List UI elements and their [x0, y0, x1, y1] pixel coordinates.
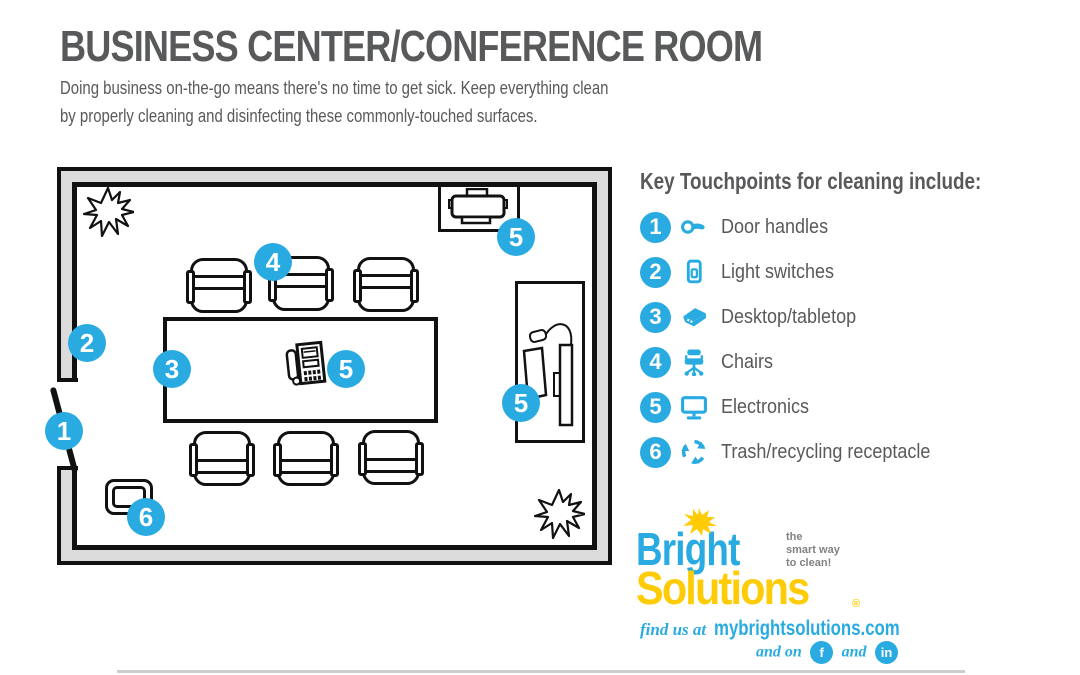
- touchpoints-heading: Key Touchpoints for cleaning include:: [640, 168, 982, 194]
- room-badge-trash: 6: [127, 498, 165, 536]
- touchpoint-row-trash: 6 Trash/recycling receptacle: [640, 436, 954, 468]
- touchpoint-row-light-switches: 2 Light switches: [640, 256, 847, 288]
- touchpoint-label: Door handles: [721, 215, 829, 238]
- recycle-icon: [680, 438, 708, 466]
- touchpoint-label: Desktop/tabletop: [721, 305, 857, 328]
- chair: [273, 431, 339, 486]
- room-badge-computer: 5: [502, 384, 540, 422]
- plant-icon: [82, 186, 134, 238]
- door-jamb-top: [57, 378, 78, 382]
- logo-word-solutions: Solutions: [636, 562, 810, 614]
- chair-icon: [680, 348, 708, 376]
- room-badge-light-switch: 2: [68, 324, 106, 362]
- room-badge-fax-phone: 5: [327, 350, 365, 388]
- touchpoint-row-desktop: 3 Desktop/tabletop: [640, 301, 871, 333]
- monitor-icon: [680, 393, 708, 421]
- find-us-line: find us at mybrightsolutions.com: [640, 617, 946, 641]
- touchpoint-label: Chairs: [721, 350, 774, 373]
- bottom-crop-line: [117, 670, 965, 673]
- touchpoint-number: 1: [640, 211, 671, 243]
- social-line: and on f and in: [640, 641, 902, 664]
- subtitle-line1: Doing business on-the-go means there's n…: [60, 78, 609, 98]
- light-switch-icon: [680, 258, 708, 286]
- touchpoint-number: 4: [640, 346, 671, 378]
- page-subtitle: Doing business on-the-go means there's n…: [60, 74, 721, 130]
- conference-table: [163, 317, 438, 423]
- facebook-icon: f: [810, 641, 834, 664]
- logo-word-bright: Bright: [636, 523, 740, 575]
- website-text: mybrightsolutions.com: [714, 617, 900, 640]
- touchpoint-label: Electronics: [721, 395, 810, 418]
- plant-icon: [533, 488, 585, 540]
- page-title: BUSINESS CENTER/CONFERENCE ROOM: [60, 22, 763, 71]
- subtitle-line2: by properly cleaning and disinfecting th…: [60, 106, 538, 126]
- door-jamb-bottom: [57, 466, 78, 470]
- touchpoint-number: 3: [640, 301, 671, 333]
- registered-mark: ®: [852, 598, 861, 610]
- linkedin-icon: in: [875, 641, 898, 664]
- touchpoint-row-electronics: 5 Electronics: [640, 391, 819, 423]
- touchpoint-label: Trash/recycling receptacle: [721, 440, 931, 463]
- social-prefix: and on: [755, 643, 802, 661]
- touchpoint-number: 6: [640, 436, 671, 468]
- chair: [189, 431, 255, 486]
- desktop-icon: [680, 303, 708, 331]
- social-connector: and: [841, 643, 867, 661]
- printer-icon: [448, 188, 508, 225]
- touchpoint-row-door-handles: 1 Door handles: [640, 211, 840, 243]
- touchpoint-number: 5: [640, 391, 671, 423]
- chair: [353, 257, 419, 312]
- room-badge-tabletop: 3: [153, 350, 191, 388]
- logo-tagline: the smart way to clean!: [786, 531, 840, 569]
- touchpoint-number: 2: [640, 256, 671, 288]
- chair: [358, 430, 424, 485]
- room-badge-door-handle: 1: [45, 412, 83, 450]
- find-us-script: find us at: [640, 620, 707, 639]
- door-handle-icon: [680, 213, 708, 241]
- room-badge-chairs: 4: [254, 243, 292, 281]
- chair: [186, 258, 252, 313]
- touchpoint-label: Light switches: [721, 260, 835, 283]
- touchpoint-row-chairs: 4 Chairs: [640, 346, 779, 378]
- logo-star-icon: [683, 508, 717, 536]
- fax-phone-icon: [285, 340, 327, 386]
- room-badge-printer: 5: [497, 218, 535, 256]
